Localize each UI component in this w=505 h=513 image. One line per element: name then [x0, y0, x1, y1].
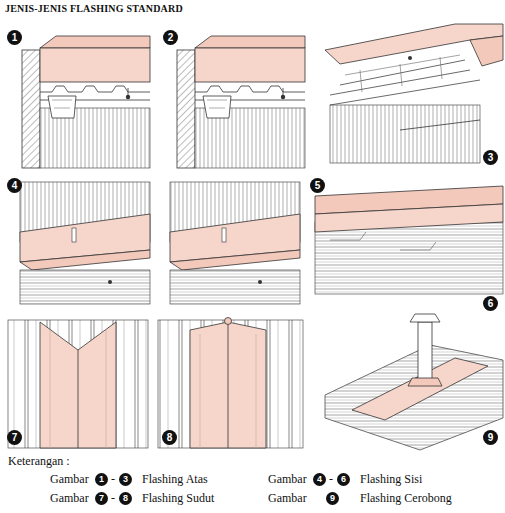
legend-callout: 9: [326, 492, 339, 505]
callout-number: 8: [162, 430, 177, 445]
legend-text: Gambar: [50, 491, 89, 505]
legend-text: -: [329, 472, 333, 486]
callout-number: 5: [310, 178, 325, 193]
callout-number: 6: [483, 296, 498, 311]
legend-text: -: [111, 472, 115, 486]
legend-text: Flashing Atas: [142, 472, 208, 486]
callout-number: 1: [7, 30, 22, 45]
title: JENIS-JENIS FLASHING STANDARD: [5, 3, 183, 14]
legend-callout: 6: [337, 473, 350, 486]
callout-number: 3: [483, 150, 498, 165]
legend-text: Flashing Cerobong: [360, 491, 452, 505]
legend-callout: 1: [95, 473, 108, 486]
legend-callout: 8: [119, 492, 132, 505]
legend-callout: 3: [119, 473, 132, 486]
legend-text: Flashing Sudut: [142, 491, 214, 505]
legend-callout: 7: [95, 492, 108, 505]
legend-heading: Keterangan :: [8, 454, 70, 468]
legend-text: Gambar: [268, 472, 307, 486]
callout-number: 7: [7, 430, 22, 445]
legend-text: Gambar: [268, 491, 307, 505]
callout-number: 4: [7, 178, 22, 193]
callout-number: 2: [163, 30, 178, 45]
legend-callout: 4: [313, 473, 326, 486]
legend-text: Gambar: [50, 472, 89, 486]
legend-text: Flashing Sisi: [360, 472, 422, 486]
callout-number: 9: [483, 430, 498, 445]
legend-text: -: [111, 491, 115, 505]
